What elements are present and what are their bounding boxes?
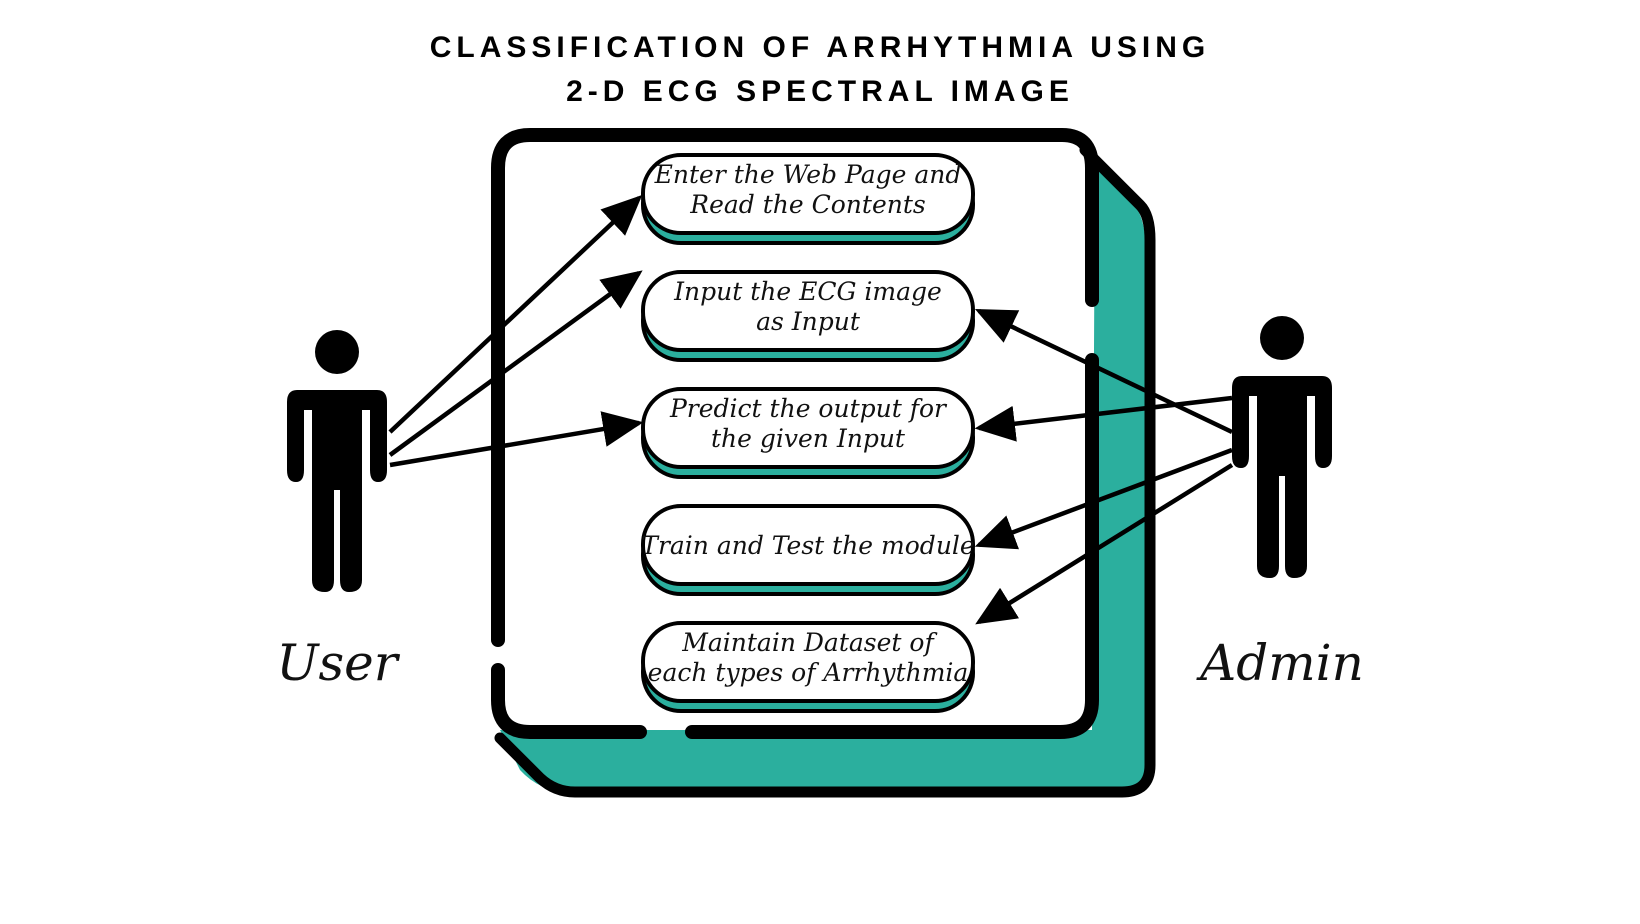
use-case-4: Train and Test the module: [641, 504, 975, 596]
use-case-label: the given Input: [711, 424, 906, 453]
person-icon: [1232, 316, 1332, 578]
admin-association-arrow: [975, 463, 1234, 625]
use-case-label: each types of Arrhythmia: [648, 658, 969, 687]
use-case-label: Maintain Dataset of: [681, 628, 937, 657]
use-case-pill: [641, 270, 975, 352]
admin-actor: Admin: [1196, 316, 1364, 692]
use-case-label: as Input: [756, 307, 861, 336]
admin-association-arrow: [974, 447, 1233, 550]
user-label: User: [276, 634, 400, 692]
system-boundary-frame-right: [685, 353, 1099, 739]
use-case-pill: [641, 153, 975, 235]
use-case-pill: [641, 621, 975, 703]
use-case-label: Input the ECG image: [673, 277, 942, 306]
use-case-label: Train and Test the module: [641, 531, 974, 560]
system-boundary-frame: [491, 128, 1099, 647]
diagram-title-line-2: 2-D ECG SPECTRAL IMAGE: [566, 75, 1074, 108]
system-boundary-shadow-outline: [494, 144, 1156, 798]
association-arrows: [388, 194, 1234, 625]
user-association-arrow: [389, 411, 644, 468]
use-case-label: Read the Contents: [689, 190, 925, 219]
system-boundary-frame-bottom-left: [491, 663, 647, 739]
use-case-label: Enter the Web Page and: [654, 160, 962, 189]
diagram-title-line-1: CLASSIFICATION OF ARRHYTHMIA USING: [430, 31, 1211, 64]
user-association-arrow: [388, 194, 643, 434]
admin-association-arrow: [974, 395, 1233, 442]
user-actor: User: [276, 330, 401, 692]
admin-label: Admin: [1196, 634, 1364, 692]
system-boundary: [491, 128, 1156, 798]
admin-association-arrow: [974, 308, 1233, 435]
person-icon: [287, 330, 387, 592]
use-case-pill: [641, 504, 975, 586]
user-association-arrow: [388, 270, 643, 457]
use-case-label: Predict the output for: [669, 394, 948, 423]
